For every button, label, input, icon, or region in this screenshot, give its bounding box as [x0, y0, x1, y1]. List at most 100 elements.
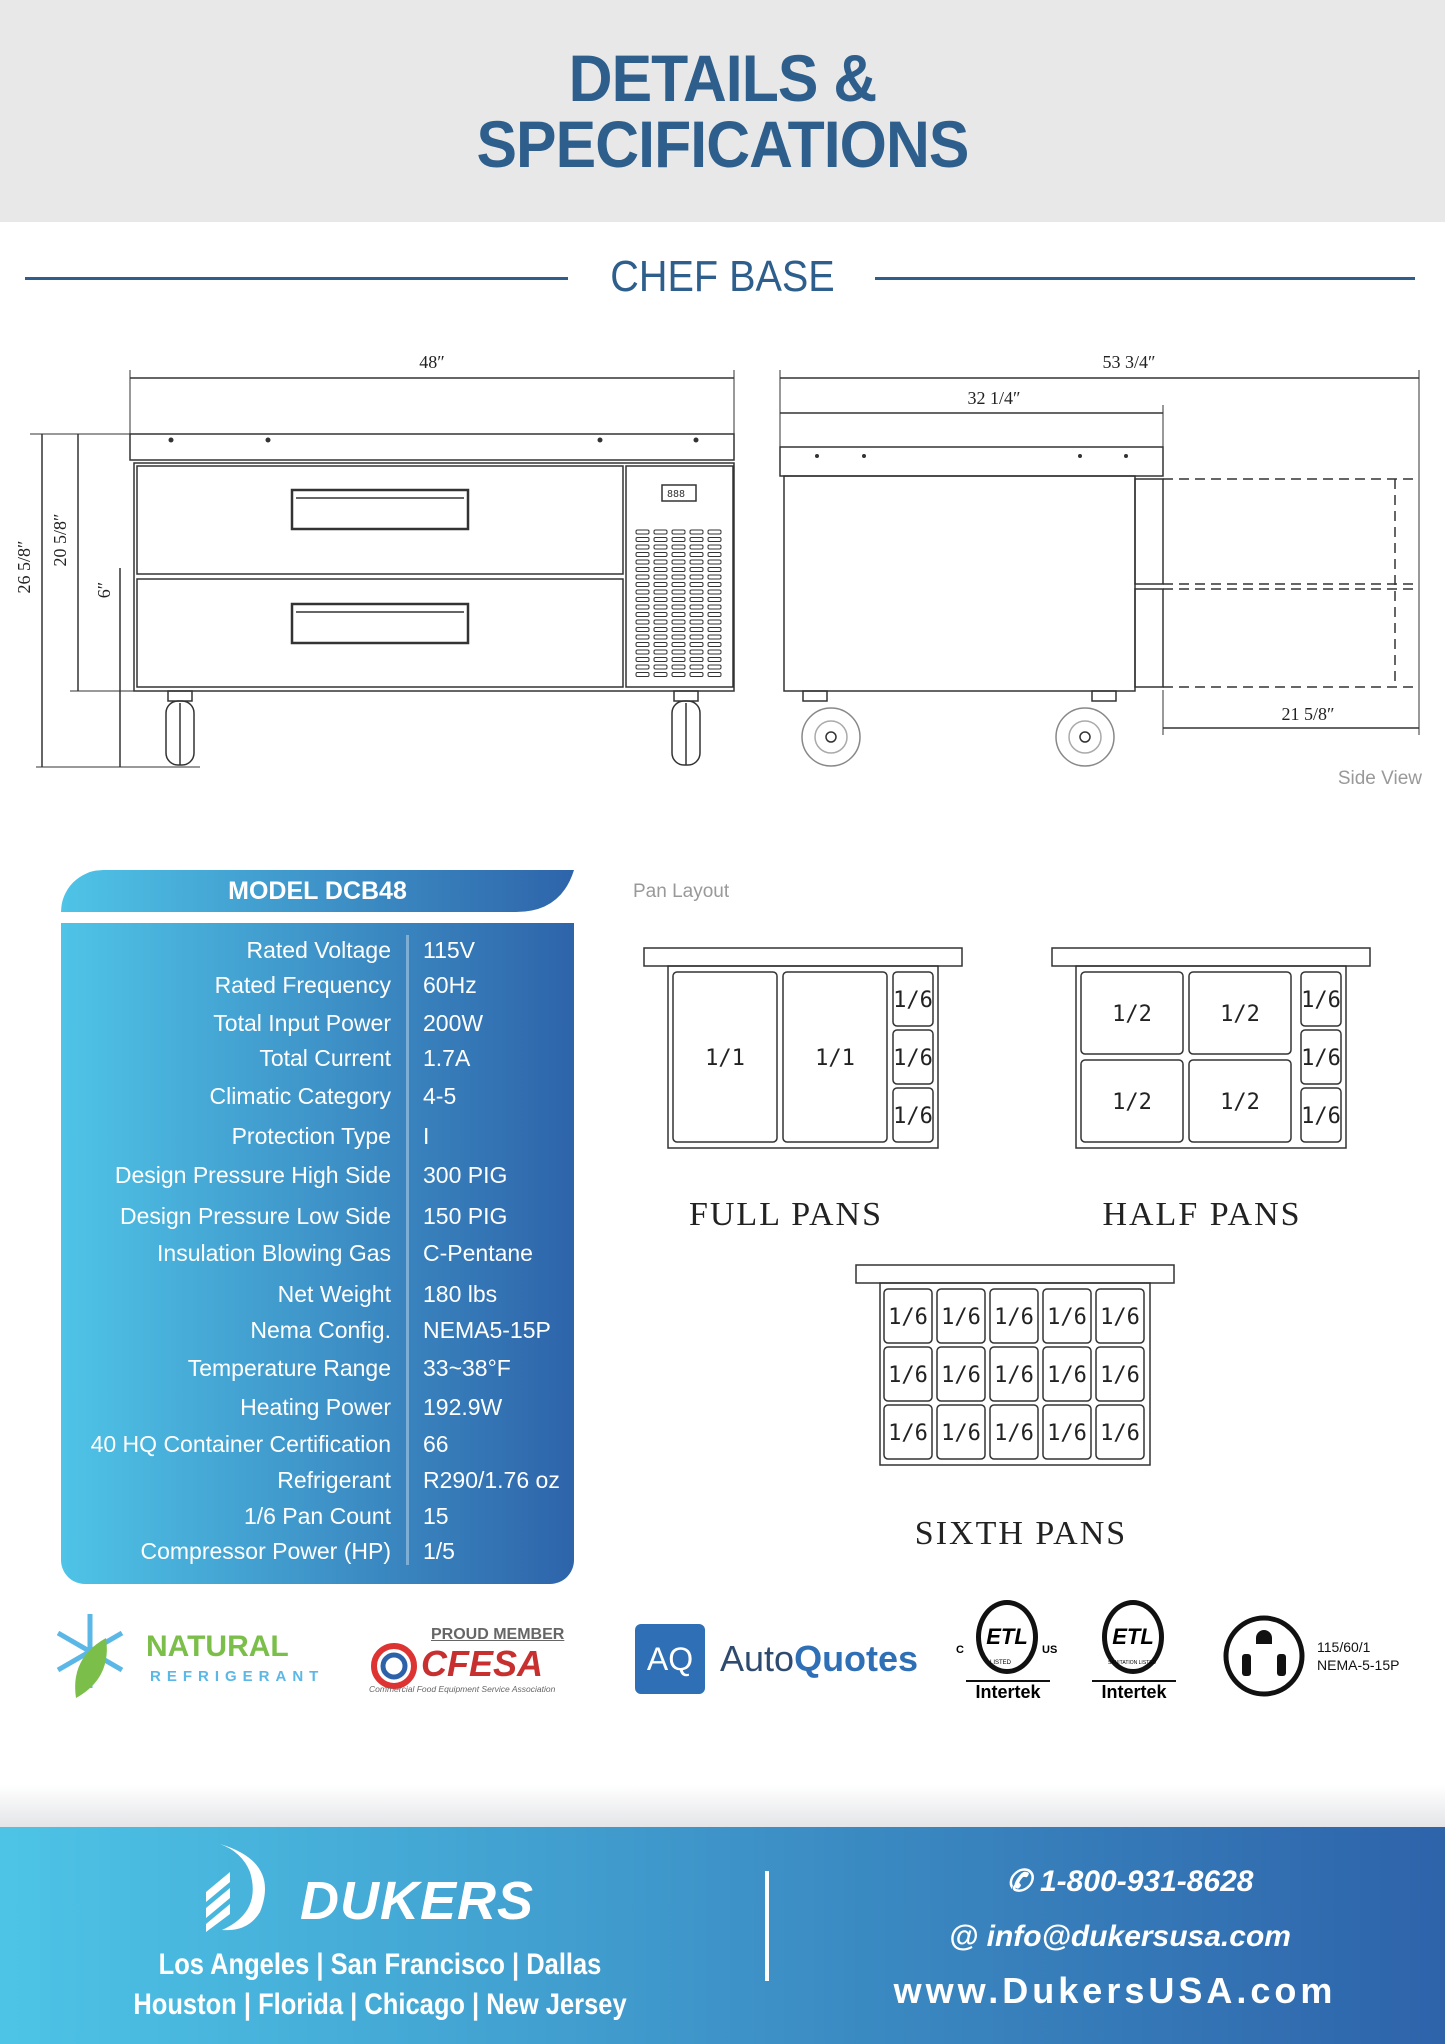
louver-slot [671, 649, 686, 655]
louver-slot [635, 627, 650, 632]
louver-slot [635, 642, 650, 647]
caster-left [165, 690, 195, 766]
pan-cell [989, 1288, 1039, 1344]
louver-slot [671, 634, 686, 640]
pan-cell [1300, 1029, 1342, 1085]
louver-slot [689, 649, 704, 655]
louver-slot [707, 529, 722, 535]
spec-label: Nema Config. [250, 1317, 391, 1343]
pan-cell-label: 1/6 [994, 1305, 1034, 1330]
louver-slot [653, 582, 668, 587]
page-title-line1: DETAILS & [568, 41, 878, 115]
autoquotes-badge: AQ [635, 1624, 705, 1694]
louver-slot [707, 657, 722, 662]
pan-cell-label: 1/2 [1220, 1090, 1260, 1115]
louver-slot [689, 529, 704, 535]
pan-cell-label: 1/6 [893, 1046, 933, 1071]
louver-slot [689, 544, 704, 550]
website-link[interactable]: www.DukersUSA.com [893, 1970, 1337, 2011]
pan-cell-label: 1/6 [1301, 988, 1341, 1013]
spec-value: 180 lbs [423, 1281, 498, 1307]
pan-cell [1095, 1404, 1145, 1460]
louver-slot [671, 657, 686, 662]
spec-label: Refrigerant [277, 1467, 391, 1493]
pan-cell-label: 1/6 [1047, 1305, 1087, 1330]
pan-cell-label: 1/6 [1047, 1363, 1087, 1388]
phone-link[interactable]: ✆ 1-800-931-8628 [1006, 1865, 1254, 1898]
louver-slot [671, 559, 686, 565]
dim-body-height: 20 5/8″ [50, 514, 70, 567]
spec-label: Total Current [259, 1045, 391, 1071]
spec-label: Total Input Power [213, 1010, 391, 1036]
louver-slot [635, 589, 650, 595]
cities-line-1: Los Angeles | San Francisco | Dallas [158, 1948, 602, 1981]
pan-cell-label: 1/6 [994, 1363, 1034, 1388]
side-caster-right [1055, 690, 1117, 767]
spec-label: Protection Type [231, 1123, 391, 1149]
email-link[interactable]: @ info@dukersusa.com [949, 1920, 1291, 1953]
pan-cell [672, 971, 778, 1143]
louver-slot [707, 597, 722, 602]
pan-cell-label: 1/6 [994, 1421, 1034, 1446]
phone-icon: ✆ [1006, 1865, 1040, 1898]
louver-slot [653, 619, 668, 625]
page-title-line2: SPECIFICATIONS [476, 107, 969, 181]
spec-divider [406, 935, 409, 1565]
louver-slot [707, 552, 722, 557]
louver-slot [689, 657, 704, 662]
louver-slot [635, 552, 650, 557]
spec-row: Compressor Power (HP)1/5 [61, 1538, 574, 1574]
louver-slot [635, 559, 650, 565]
louver-slot [707, 664, 722, 670]
louver-slot [671, 552, 686, 557]
side-view: 53 3/4″ 32 1/4″ 21 5/8″ [779, 352, 1420, 767]
louver-slot [635, 537, 650, 542]
louver-slot [689, 559, 704, 565]
pan-cell [1042, 1346, 1092, 1402]
louver-slot [707, 672, 722, 677]
pan-cell-label: 1/6 [1301, 1046, 1341, 1071]
spec-label: Compressor Power (HP) [140, 1538, 392, 1564]
pan-cell [1300, 1087, 1342, 1143]
spec-value: 192.9W [423, 1394, 503, 1420]
half-pans-title: HALF PANS [1102, 1196, 1302, 1233]
section-title: CHEF BASE [610, 252, 835, 301]
louver-slot [707, 612, 722, 617]
spec-value: 150 PIG [423, 1203, 508, 1229]
louver-slot [653, 544, 668, 550]
pan-cell [1080, 1059, 1184, 1143]
louver-slot [653, 604, 668, 610]
louver-slot [635, 582, 650, 587]
louver-slot [635, 672, 650, 677]
pan-cell-label: 1/6 [893, 1104, 933, 1129]
louver-slot [653, 529, 668, 535]
side-view-label: Side View [1337, 768, 1422, 789]
dim-front-width: 48″ [419, 352, 445, 372]
section-divider-left [25, 277, 568, 280]
pan-layout-label: Pan Layout [633, 881, 730, 902]
louver-slot [635, 567, 650, 572]
header-band [0, 0, 1445, 222]
louver-slot [671, 597, 686, 602]
louver-slot [707, 537, 722, 542]
spec-label: 1/6 Pan Count [243, 1503, 391, 1529]
louver-slot [689, 597, 704, 602]
louver-slot [635, 597, 650, 602]
louver-slot [689, 574, 704, 580]
louver-slot [707, 604, 722, 610]
pan-cell-label: 1/2 [1220, 1002, 1260, 1027]
louver-slot [671, 589, 686, 595]
autoquotes-logo: AutoQuotes [720, 1638, 919, 1679]
louver-slot [689, 537, 704, 542]
pan-cell [1188, 1059, 1292, 1143]
dukers-logo-mark [206, 1844, 265, 1932]
sixth-pans-title: SIXTH PANS [914, 1515, 1128, 1552]
spec-value: C-Pentane [423, 1240, 533, 1266]
pan-cell [883, 1404, 933, 1460]
front-view: 48″ 888 26 5/8″ 20 5/8″ 6″ [14, 352, 735, 768]
pan-cell [1188, 971, 1292, 1055]
etl-sanitation-logo: ETL SANITATION LISTED Intertek [1092, 1600, 1178, 1710]
